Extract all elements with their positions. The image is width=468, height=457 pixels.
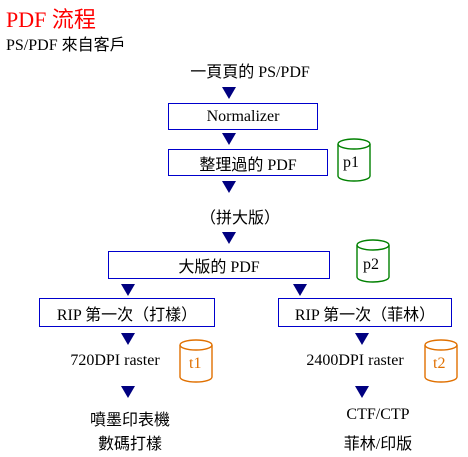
big-pdf-label: 大版的 PDF: [178, 259, 260, 276]
arrow-down-icon: [222, 181, 236, 193]
page-subtitle: PS/PDF 來自客戶: [6, 37, 126, 54]
t1-label: t1: [189, 355, 202, 372]
arrow-down-icon: [222, 133, 236, 145]
arrow-down-icon: [121, 333, 135, 345]
impose-label: （拼大版）: [199, 210, 280, 227]
arrow-down-icon: [355, 333, 369, 345]
arrow-down-icon: [355, 386, 369, 398]
raster-2400-label: 2400DPI raster: [306, 352, 404, 369]
normalizer-label: Normalizer: [206, 107, 280, 125]
rip-proof-label: RIP 第一次（打樣）: [56, 306, 198, 324]
organized-pdf-box: 整理過的 PDF: [168, 149, 328, 176]
rip-film-box: RIP 第一次（菲林）: [278, 298, 452, 327]
p2-cylinder-icon: [356, 239, 390, 283]
normalizer-box: Normalizer: [168, 103, 318, 130]
inkjet-printer-label: 噴墨印表機: [89, 412, 170, 429]
rip-film-label: RIP 第一次（菲林）: [294, 306, 436, 324]
t1-cylinder-icon: [179, 339, 213, 383]
input-label: 一頁頁的 PS/PDF: [190, 64, 310, 81]
t2-label: t2: [433, 355, 446, 372]
arrow-down-icon: [121, 386, 135, 398]
rip-proof-box: RIP 第一次（打樣）: [39, 298, 215, 327]
organized-pdf-label: 整理過的 PDF: [199, 156, 297, 174]
p2-label: p2: [363, 256, 379, 273]
p1-label: p1: [343, 154, 359, 171]
p1-cylinder-icon: [337, 138, 371, 182]
page-title: PDF 流程: [6, 7, 96, 32]
arrow-down-icon: [293, 284, 307, 296]
arrow-down-icon: [222, 87, 236, 99]
arrow-down-icon: [121, 284, 135, 296]
ctf-ctp-label: CTF/CTP: [346, 406, 410, 423]
arrow-down-icon: [222, 232, 236, 244]
film-plate-label: 菲林/印版: [343, 436, 413, 453]
big-pdf-box: 大版的 PDF: [108, 251, 330, 279]
raster-720-label: 720DPI raster: [70, 352, 160, 369]
t2-cylinder-icon: [424, 339, 458, 383]
digital-proof-label: 數碼打樣: [97, 436, 162, 453]
